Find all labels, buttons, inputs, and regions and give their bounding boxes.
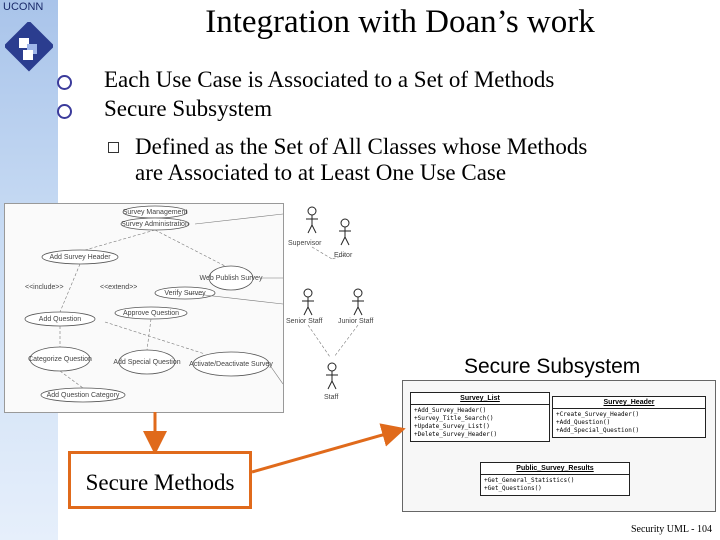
actor-label: Senior Staff: [286, 318, 323, 325]
use-case-label: Add Special Question: [113, 359, 180, 366]
use-case-label: Verify Survey: [164, 290, 206, 297]
arrow-to-classes: [251, 423, 406, 474]
use-case-diagram: Survey Management Survey Administration …: [4, 203, 284, 413]
actor-label: Staff: [324, 394, 338, 401]
method: +Get_General_Statistics(): [484, 477, 575, 484]
method: +Delete_Survey_Header(): [414, 431, 498, 438]
class-public-survey-results: Public_Survey_Results +Get_General_Stati…: [480, 462, 630, 496]
bullet-icon: [57, 75, 72, 90]
sub-bullet-line2: are Associated to at Least One Use Case: [135, 160, 507, 185]
use-case-label: Categorize Question: [28, 356, 92, 363]
class-survey-list: Survey_List +Add_Survey_Header()+Survey_…: [410, 392, 550, 442]
stereotype-label: <<include>>: [25, 284, 64, 291]
use-case-label: Add Survey Header: [49, 254, 111, 261]
slide-footer: Security UML - 104: [630, 524, 712, 535]
class-name: Public_Survey_Results: [481, 463, 629, 475]
method: +Update_Survey_List(): [414, 423, 490, 430]
slide-title: Integration with Doan’s work: [205, 4, 595, 40]
method: +Add_Special_Question(): [556, 427, 640, 434]
method: +Add_Survey_Header(): [414, 407, 487, 414]
method: +Add_Question(): [556, 419, 611, 426]
use-case-label: Web Publish Survey: [200, 275, 263, 282]
logo-text: UCONN: [3, 1, 44, 13]
actor-label: Junior Staff: [338, 318, 373, 325]
method: +Survey_Title_Search(): [414, 415, 494, 422]
sub-bullet-line1: Defined as the Set of All Classes whose …: [135, 134, 588, 159]
use-case-label: Add Question Category: [47, 392, 120, 399]
university-seal-icon: [5, 22, 53, 72]
use-case-diagram-drawing: Survey Management Survey Administration …: [24, 205, 284, 403]
actors-diagram: Supervisor Editor Senior Staff Junior St…: [286, 206, 373, 401]
use-case-label: Add Question: [39, 316, 82, 323]
secure-subsystem-title: Secure Subsystem: [464, 355, 641, 378]
bullet-icon: [57, 104, 72, 119]
use-case-label: Survey Administration: [121, 221, 189, 228]
use-case-label: Activate/Deactivate Survey: [189, 361, 273, 368]
class-name: Survey_List: [411, 393, 549, 405]
stereotype-label: <<extend>>: [100, 284, 137, 291]
use-case-label: Approve Question: [123, 310, 179, 317]
method: +Get_Questions(): [484, 485, 542, 492]
sub-bullet-icon: [108, 142, 119, 153]
actor-label: Editor: [334, 252, 353, 259]
use-case-label: Survey Management: [123, 209, 188, 216]
class-name: Survey_Header: [553, 397, 705, 409]
actor-label: Supervisor: [288, 240, 322, 247]
bullet-2: Secure Subsystem: [104, 96, 273, 121]
class-survey-header: Survey_Header +Create_Survey_Header()+Ad…: [552, 396, 706, 438]
bullet-1: Each Use Case is Associated to a Set of …: [104, 67, 555, 92]
secure-methods-label: Secure Methods: [68, 451, 252, 509]
method: +Create_Survey_Header(): [556, 411, 640, 418]
